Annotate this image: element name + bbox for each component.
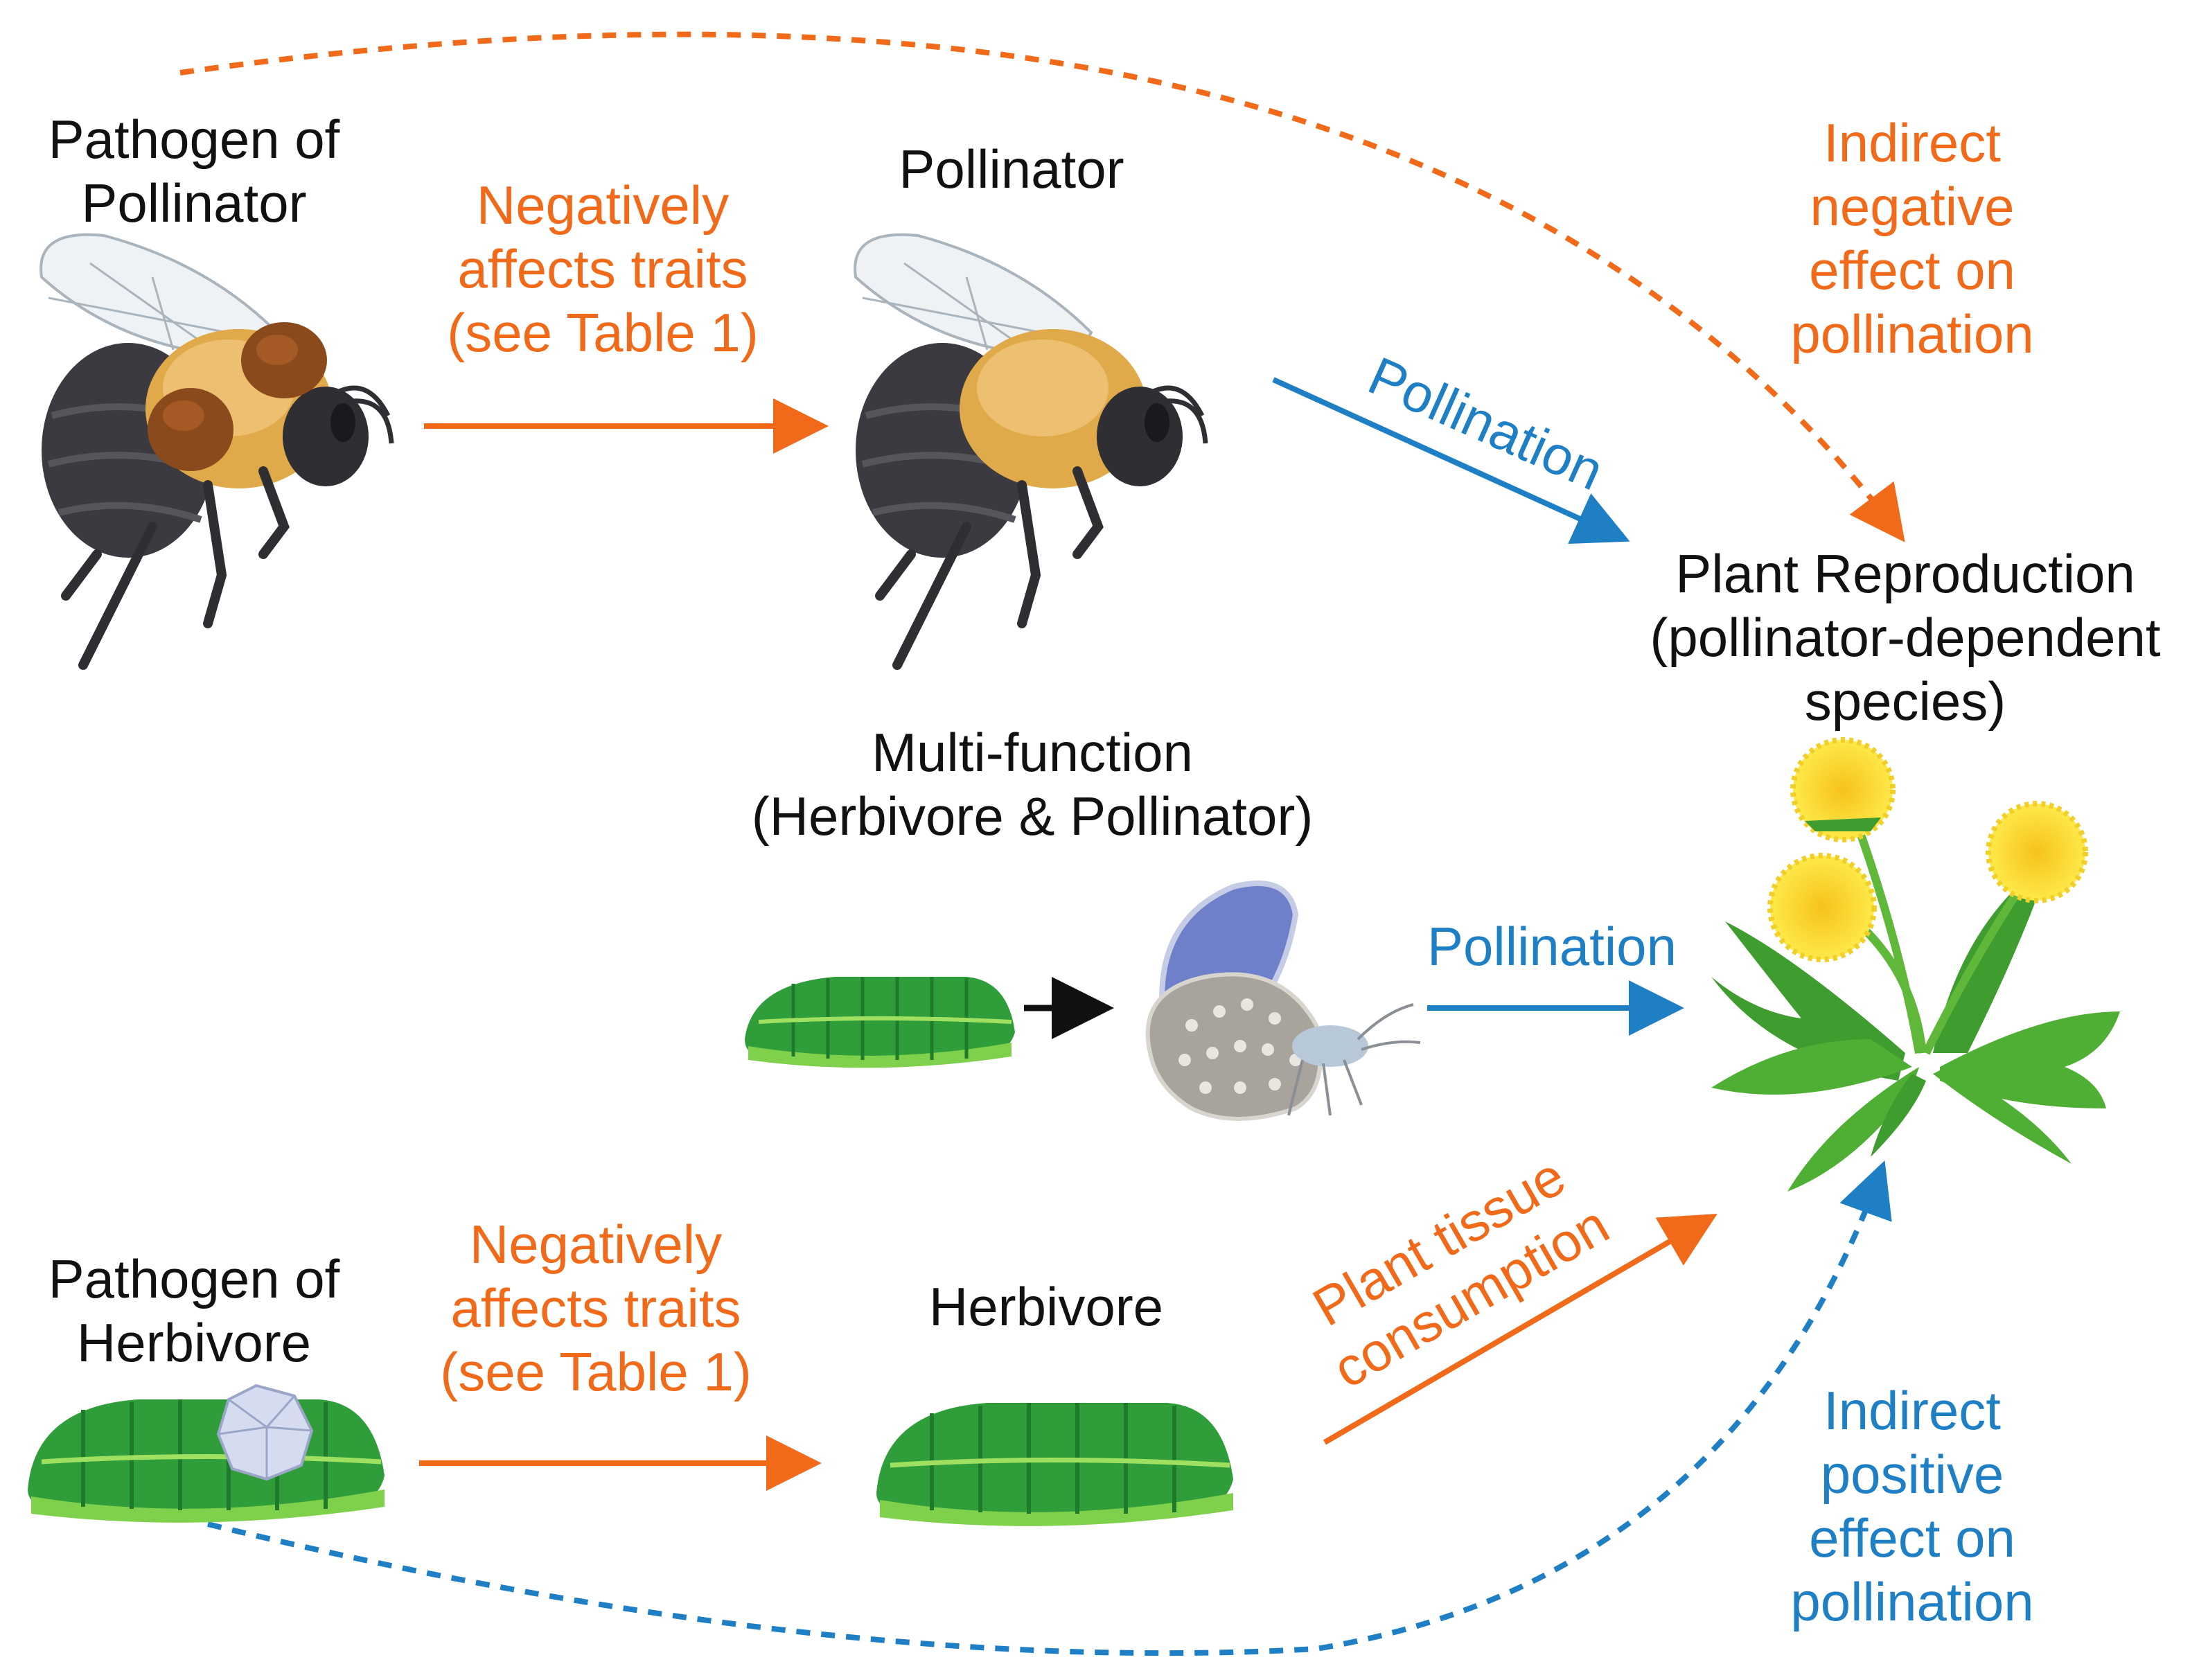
caterpillar-icon — [745, 977, 1015, 1068]
pollinator-to-plant-arrow — [1272, 377, 1630, 544]
dandelion-icon — [1711, 737, 2120, 1192]
indirect-positive-label: Indirect positive effect on pollination — [1790, 1380, 2034, 1632]
pathogen-to-herbivore-edge-label: Negatively affects traits (see Table 1) — [440, 1214, 752, 1402]
pathogen-of-pollinator-label: Pathogen of Pollinator — [48, 109, 340, 233]
bee-icon — [854, 233, 1208, 670]
butterfly-icon — [1145, 881, 1421, 1121]
pollinator-label: Pollinator — [899, 139, 1124, 200]
herbivore-label: Herbivore — [928, 1276, 1164, 1337]
multi-function-label: Multi-function (Herbivore & Pollinator) — [751, 722, 1314, 847]
bee-with-mites-icon — [39, 233, 394, 670]
multi-to-plant-edge-label: Pollination — [1427, 916, 1677, 977]
plant-reproduction-label: Plant Reproduction (pollinator-dependent… — [1650, 543, 2161, 732]
indirect-negative-label: Indirect negative effect on pollination — [1790, 112, 2034, 364]
herbivore-caterpillar-icon — [876, 1403, 1233, 1526]
indirect-negative-arrow — [179, 31, 1905, 542]
herbivore-to-plant-arrow — [1323, 1213, 1717, 1445]
infected-caterpillar-icon — [28, 1383, 385, 1523]
pathogen-to-pollinator-edge-label: Negatively affects traits (see Table 1) — [447, 175, 759, 363]
pathogen-of-herbivore-label: Pathogen of Herbivore — [48, 1248, 340, 1373]
